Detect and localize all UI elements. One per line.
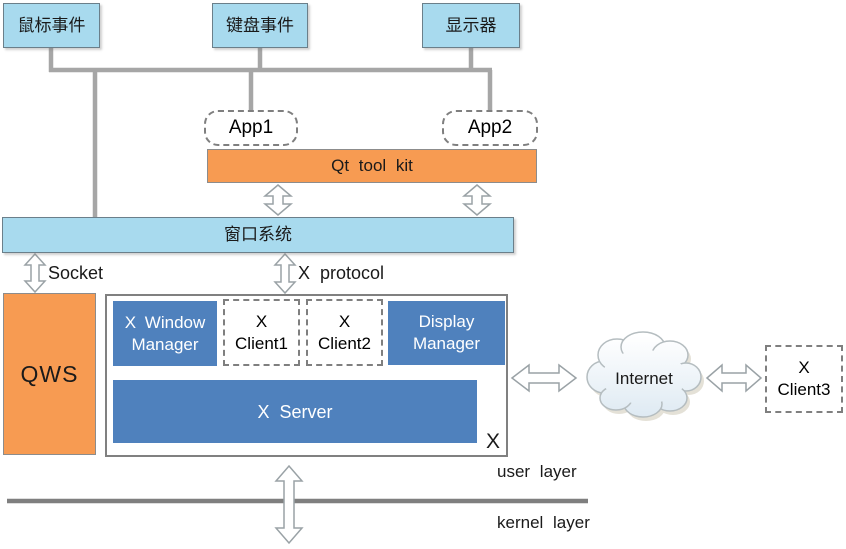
user-to-kernel-arrow-icon	[274, 464, 304, 545]
kernel-layer-label: kernel layer	[497, 513, 590, 532]
node-x-client3: X Client3	[765, 345, 843, 413]
node-app2: App2	[442, 110, 538, 146]
node-window-system: 窗口系统	[2, 217, 514, 253]
node-window-system-label: 窗口系统	[224, 225, 292, 244]
node-qws: QWS	[3, 293, 96, 455]
node-x-server-label: X Server	[257, 401, 333, 422]
node-display-monitor: 显示器	[422, 3, 520, 48]
qt-to-window-system-arrow-right-icon	[461, 184, 493, 216]
node-x-client3-label: X Client3	[777, 358, 831, 399]
node-display-manager-label: Display Manager	[412, 312, 481, 353]
internet-cloud-label: Internet	[615, 369, 673, 388]
node-keyboard-events-label: 键盘事件	[226, 15, 294, 35]
x-system-corner-label: X	[486, 430, 501, 453]
socket-edge-label: Socket	[48, 263, 104, 283]
node-x-window-manager: X Window Manager	[113, 301, 217, 366]
socket-arrow-icon	[23, 252, 47, 294]
node-mouse-events-label: 鼠标事件	[17, 15, 86, 35]
node-x-client1-label: X Client1	[235, 311, 288, 353]
node-x-client2-label: X Client2	[318, 311, 371, 353]
node-display-manager: Display Manager	[388, 301, 505, 365]
node-app2-label: App2	[467, 117, 513, 138]
bus-connectors	[48, 48, 493, 219]
node-mouse-events: 鼠标事件	[3, 3, 100, 48]
node-x-window-manager-label: X Window Manager	[124, 312, 206, 354]
x-protocol-arrow-icon	[273, 252, 297, 295]
hollow-arrows	[23, 184, 763, 545]
node-display-monitor-label: 显示器	[445, 15, 497, 35]
user-layer-label: user layer	[497, 462, 577, 481]
node-keyboard-events: 键盘事件	[212, 3, 308, 48]
x-protocol-edge-label: X protocol	[298, 263, 385, 283]
qt-to-window-system-arrow-left-icon	[262, 184, 294, 216]
internet-cloud-icon	[586, 331, 704, 421]
node-app1-label: App1	[228, 117, 274, 138]
xsystem-to-internet-arrow-icon	[510, 363, 578, 393]
internet-to-xclient3-arrow-icon	[705, 363, 763, 393]
node-app1: App1	[204, 110, 298, 146]
node-qt-toolkit-label: Qt tool kit	[331, 156, 413, 175]
node-qt-toolkit: Qt tool kit	[207, 149, 537, 183]
node-x-server: X Server	[113, 380, 477, 443]
node-x-client1: X Client1	[223, 299, 300, 366]
node-x-client2: X Client2	[306, 299, 383, 366]
node-qws-label: QWS	[20, 361, 79, 387]
